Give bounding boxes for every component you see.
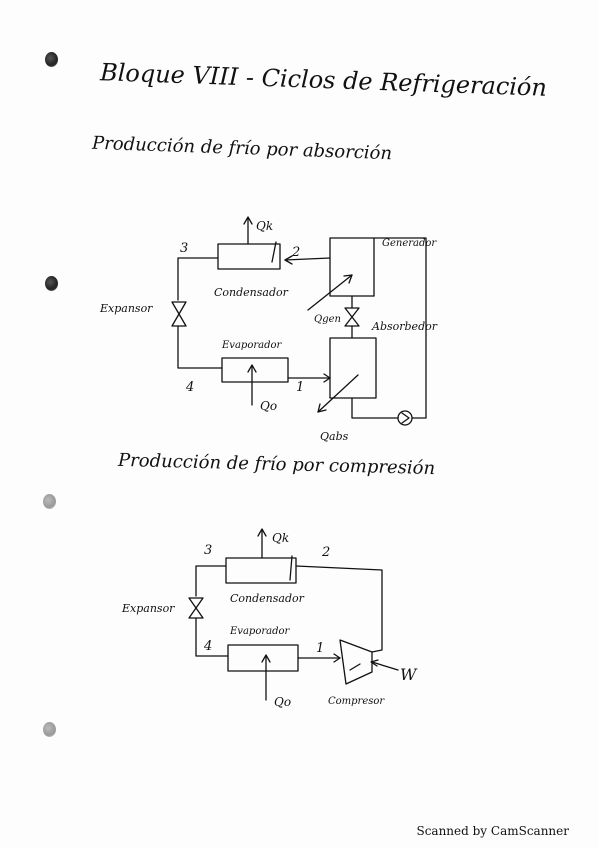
w-arrowhead xyxy=(370,659,379,667)
qo-arrowhead-1 xyxy=(247,364,257,373)
binder-hole-4 xyxy=(43,722,56,737)
evaporator-label-2: Evaporador xyxy=(229,626,290,637)
expansion-valve-1 xyxy=(171,301,187,327)
pipe-3-1 xyxy=(177,257,219,301)
compressor-mark xyxy=(349,663,361,671)
absorber-box xyxy=(329,337,377,399)
pipe-2-arrowhead-1 xyxy=(284,255,293,265)
pump-pipe-in xyxy=(351,397,399,419)
qabs-arrow xyxy=(317,374,359,413)
pump-arrow xyxy=(401,412,410,424)
qgen-label: Qgen xyxy=(314,314,341,325)
condenser-box-1 xyxy=(217,243,281,270)
qk-label-1: Qk xyxy=(256,219,273,233)
absorber-label: Absorbedor xyxy=(371,320,438,333)
binder-hole-2 xyxy=(45,276,58,291)
expansor-label-1: Expansor xyxy=(99,302,153,315)
evaporator-box-2 xyxy=(227,644,299,672)
node-1-label-1: 1 xyxy=(296,380,304,395)
qabs-label: Qabs xyxy=(320,430,349,443)
qk-label-2: Qk xyxy=(272,531,289,545)
node-4-label-1: 4 xyxy=(185,380,194,395)
qo-label-1: Qo xyxy=(260,399,277,413)
pipe-2-1 xyxy=(284,257,331,261)
evaporator-box-1 xyxy=(221,357,289,383)
qk-arrowhead-2 xyxy=(257,528,267,537)
compressor-label: Compresor xyxy=(328,696,385,707)
node-4-label-2: 4 xyxy=(203,639,212,654)
w-label: W xyxy=(400,665,418,684)
qgen-arrow xyxy=(307,274,353,311)
binder-hole-1 xyxy=(45,52,58,67)
qgen-arrowhead xyxy=(343,274,353,284)
condenser-tick-2 xyxy=(289,555,293,581)
pipe-2-2 xyxy=(295,565,383,653)
node-3-label-1: 3 xyxy=(180,241,188,256)
node-2-label-1: 2 xyxy=(291,245,300,260)
condenser-label-2: Condensador xyxy=(230,592,305,605)
condenser-tick-1 xyxy=(271,241,277,263)
qo-arrowhead-2 xyxy=(261,654,271,663)
qk-arrowhead-1 xyxy=(243,216,253,225)
pump-pipe-out xyxy=(373,237,427,419)
evaporator-label-1: Evaporador xyxy=(221,340,282,351)
node-1-label-2: 1 xyxy=(316,641,324,656)
qabs-arrowhead xyxy=(317,403,327,413)
gen-abs-valve xyxy=(344,307,360,327)
condenser-box-2 xyxy=(225,557,297,584)
pipe-4-2 xyxy=(195,617,229,657)
binder-hole-3 xyxy=(43,494,56,509)
condenser-label-1: Condensador xyxy=(214,286,289,299)
node-3-label-2: 3 xyxy=(204,543,212,558)
pipe-1-arrowhead-2 xyxy=(333,653,341,663)
pipe-4-1 xyxy=(177,325,223,369)
expansor-label-2: Expansor xyxy=(121,602,175,615)
scanner-watermark: Scanned by CamScanner xyxy=(416,824,569,838)
qo-label-2: Qo xyxy=(274,695,291,709)
compressor xyxy=(339,639,373,685)
expansion-valve-2 xyxy=(188,597,204,619)
node-2-label-2: 2 xyxy=(321,545,330,560)
generator-label: Generador xyxy=(382,238,437,249)
pipe-3-2 xyxy=(195,565,227,597)
w-arrow xyxy=(371,661,399,671)
